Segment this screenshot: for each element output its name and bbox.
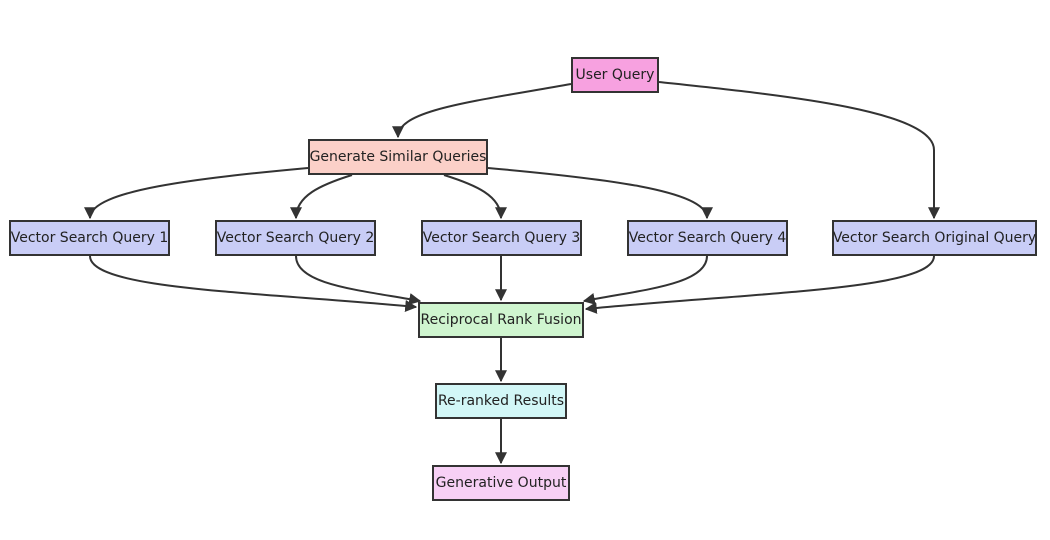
node-vector-search-query-2: Vector Search Query 2: [215, 220, 376, 256]
node-reciprocal-rank-fusion: Reciprocal Rank Fusion: [418, 302, 584, 338]
edge-generate-to-vector-1: [84, 167, 309, 220]
edge-user-to-generate: [392, 83, 572, 139]
node-generate-similar-queries: Generate Similar Queries: [308, 139, 488, 175]
edge-generate-to-vector-2: [290, 174, 353, 220]
edge-vector-1-to-rrf: [89, 255, 418, 312]
node-vector-search-original-query: Vector Search Original Query: [832, 220, 1037, 256]
edge-vector-4-to-rrf: [582, 255, 708, 305]
node-user-query: User Query: [571, 57, 659, 93]
node-generative-output: Generative Output: [432, 465, 570, 501]
node-re-ranked-results: Re-ranked Results: [435, 383, 567, 419]
edge-user-to-vector-original: [658, 81, 940, 220]
node-vector-search-query-3: Vector Search Query 3: [421, 220, 582, 256]
edge-generate-to-vector-4: [487, 167, 713, 220]
edge-vector-original-to-rrf: [584, 255, 935, 314]
edge-generate-to-vector-3: [443, 174, 507, 220]
node-vector-search-query-1: Vector Search Query 1: [9, 220, 170, 256]
edge-vector-2-to-rrf: [295, 255, 422, 305]
node-vector-search-query-4: Vector Search Query 4: [627, 220, 788, 256]
